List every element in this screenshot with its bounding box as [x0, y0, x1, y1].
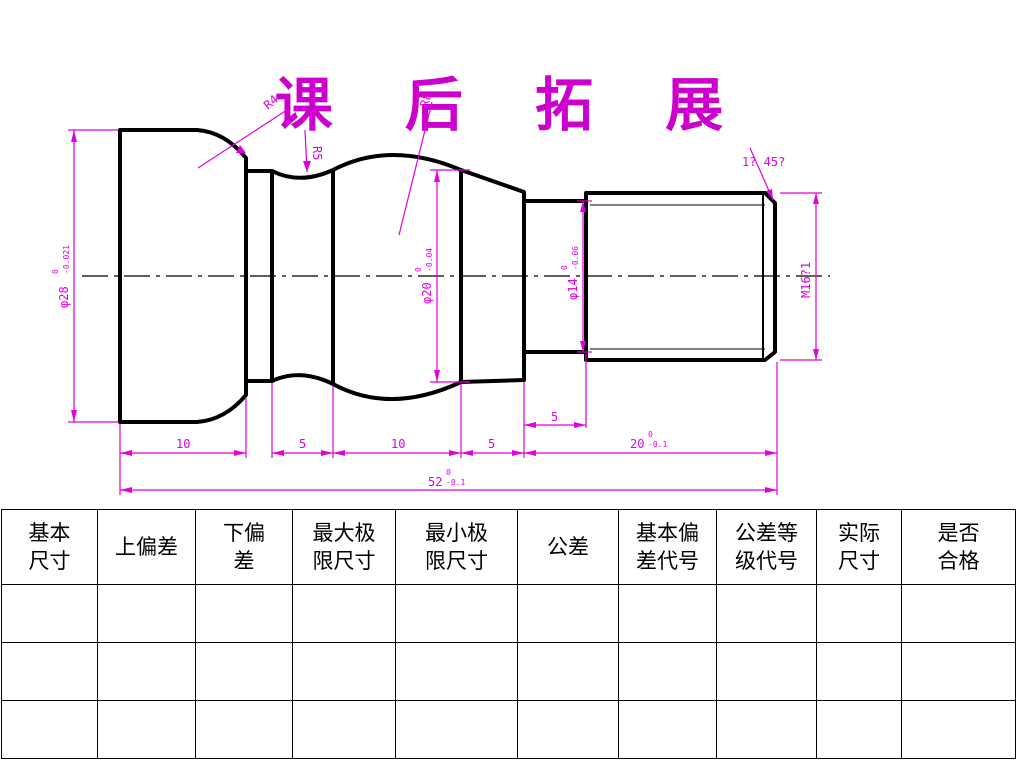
- table-cell[interactable]: [195, 642, 293, 701]
- table-header-row: 基本尺寸 上偏差 下偏差 最大极限尺寸 最小极限尺寸 公差 基本偏差代号 公差等…: [1, 509, 1016, 585]
- table-cell[interactable]: [716, 584, 817, 643]
- len5a-label: 5: [299, 437, 306, 451]
- table-cell[interactable]: [97, 584, 196, 643]
- dia20-label: φ20: [420, 282, 434, 304]
- dia14-label: φ14: [566, 278, 580, 300]
- header-upper-deviation: 上偏差: [97, 509, 196, 585]
- table-row: [1, 584, 1016, 643]
- page-title: 课 后 拓 展: [274, 71, 750, 139]
- len52-label: 52: [428, 475, 442, 489]
- r5-label: R5: [310, 146, 324, 160]
- table-cell[interactable]: [195, 584, 293, 643]
- shaft-segment-r5-neck: [271, 168, 335, 386]
- header-min-limit: 最小极限尺寸: [395, 509, 518, 585]
- header-basic-size: 基本尺寸: [1, 509, 98, 585]
- table-cell[interactable]: [292, 642, 396, 701]
- header-actual-size: 实际尺寸: [816, 509, 902, 585]
- table-cell[interactable]: [1, 700, 98, 759]
- dia20-tol-lower: -0.04: [425, 248, 434, 272]
- table-cell[interactable]: [1, 642, 98, 701]
- dia28-label: φ28: [57, 286, 71, 308]
- table-cell[interactable]: [97, 642, 196, 701]
- table-cell[interactable]: [816, 642, 902, 701]
- dimension-lines: [68, 101, 822, 495]
- len20-label: 20: [630, 437, 644, 451]
- dia14-tol-lower: -0.06: [571, 246, 580, 270]
- shaft-segment-taper: [460, 168, 526, 384]
- table-cell[interactable]: [716, 700, 817, 759]
- table-cell[interactable]: [816, 700, 902, 759]
- header-lower-deviation: 下偏差: [195, 509, 293, 585]
- thread-label: M16?1: [799, 262, 813, 298]
- table-cell[interactable]: [901, 642, 1016, 701]
- table-cell[interactable]: [716, 642, 817, 701]
- len52-tol-lower: -0.1: [446, 478, 465, 487]
- len52-tol-upper: 0: [446, 468, 451, 477]
- table-cell[interactable]: [816, 584, 902, 643]
- shaft-segment-dia28: [118, 128, 248, 424]
- table-row: [1, 700, 1016, 759]
- table-cell[interactable]: [395, 584, 518, 643]
- r4-label: R4: [261, 92, 281, 112]
- chamfer-label: 1? 45?: [742, 155, 785, 169]
- r8-label: R8: [417, 91, 434, 109]
- table-row: [1, 642, 1016, 701]
- table-cell[interactable]: [618, 584, 717, 643]
- shaft-segment-r8-bulge: [332, 153, 463, 401]
- table-cell[interactable]: [901, 700, 1016, 759]
- table-cell[interactable]: [618, 642, 717, 701]
- dia14-tol-upper: 0: [560, 265, 569, 270]
- dia28-tol-upper: 0: [51, 269, 60, 274]
- dimension-arrows: [71, 130, 819, 493]
- len10a-label: 10: [176, 437, 190, 451]
- table-cell[interactable]: [517, 642, 619, 701]
- len10b-label: 10: [391, 437, 405, 451]
- header-tolerance: 公差: [517, 509, 619, 585]
- dia28-tol-lower: -0.021: [62, 245, 71, 274]
- dia20-tol-upper: 0: [414, 267, 423, 272]
- len20-tol-lower: -0.1: [648, 440, 667, 449]
- len5c-label: 5: [551, 410, 558, 424]
- table-cell[interactable]: [1, 584, 98, 643]
- table-cell[interactable]: [292, 700, 396, 759]
- table-cell[interactable]: [618, 700, 717, 759]
- header-max-limit: 最大极限尺寸: [292, 509, 396, 585]
- tolerance-table: 基本尺寸 上偏差 下偏差 最大极限尺寸 最小极限尺寸 公差 基本偏差代号 公差等…: [1, 509, 1016, 759]
- header-basic-deviation-code: 基本偏差代号: [618, 509, 717, 585]
- len5b-label: 5: [488, 437, 495, 451]
- header-tolerance-grade: 公差等级代号: [716, 509, 817, 585]
- shaft-drawing: φ28 0 -0.021 φ20 0 -0.04 φ14 0 -0.06 M16…: [51, 91, 830, 495]
- table-cell[interactable]: [395, 642, 518, 701]
- table-cell[interactable]: [517, 584, 619, 643]
- table-cell[interactable]: [901, 584, 1016, 643]
- table-cell[interactable]: [195, 700, 293, 759]
- len20-tol-upper: 0: [648, 430, 653, 439]
- table-cell[interactable]: [395, 700, 518, 759]
- header-qualified: 是否合格: [901, 509, 1016, 585]
- table-cell[interactable]: [292, 584, 396, 643]
- table-cell[interactable]: [517, 700, 619, 759]
- table-cell[interactable]: [97, 700, 196, 759]
